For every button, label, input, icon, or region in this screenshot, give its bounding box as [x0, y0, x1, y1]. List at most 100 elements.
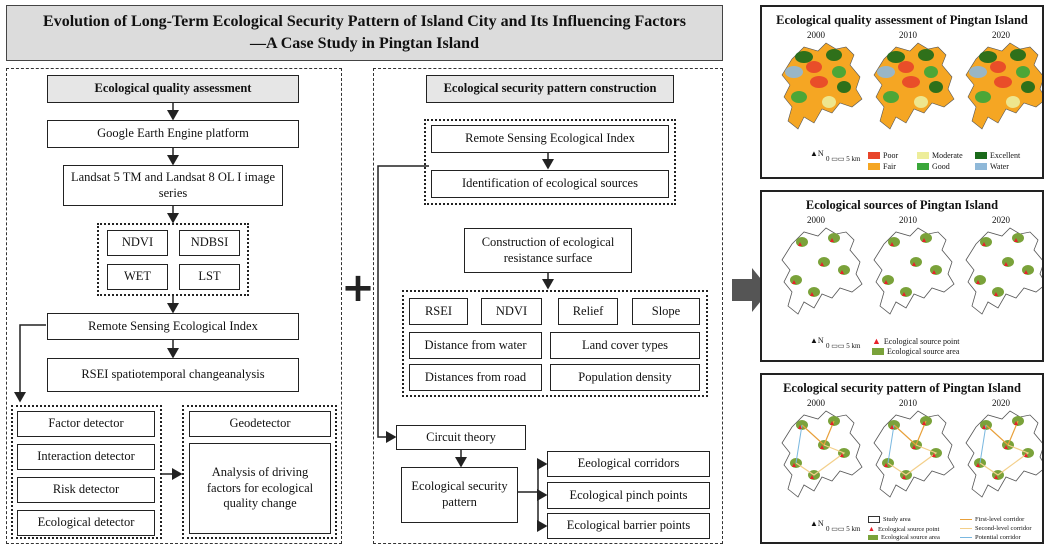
moderate-swatch — [917, 152, 929, 159]
first-corridor-line — [960, 519, 972, 520]
land-patch — [877, 66, 895, 78]
circuit-theory-box: Circuit theory — [396, 425, 526, 450]
barrier-points-box: Ecological barrier points — [547, 513, 710, 539]
land-patch — [785, 66, 803, 78]
title-line-1: Evolution of Long-Term Ecological Securi… — [43, 13, 686, 30]
source-point-marker — [810, 292, 814, 296]
island-map-1 — [873, 42, 955, 130]
panel-1-title: Ecological quality assessment of Pingtan… — [776, 13, 1028, 27]
pattern-maps — [781, 410, 1042, 498]
corridors-box: Eeological corridors — [547, 451, 710, 477]
legend-water: Water — [975, 162, 1009, 171]
potential-corridor-label: Potential corridor — [975, 534, 1021, 541]
land-patch — [795, 51, 813, 63]
good-label: Good — [932, 162, 950, 171]
geodetector-box: Geodetector — [189, 411, 331, 437]
north-arrow-icon: ▲N — [810, 149, 824, 158]
source-point-marker — [922, 421, 926, 425]
source-area — [828, 416, 840, 426]
land-patch — [1021, 81, 1035, 93]
source-area — [930, 265, 942, 275]
year-2010-label-2: 2010 — [899, 215, 917, 225]
rsei-change-box: RSEI spatiotemporal changeanalysis — [47, 358, 299, 392]
second-level-corridor — [979, 444, 1030, 476]
island-map-0 — [781, 42, 863, 130]
source-point-marker — [932, 270, 936, 274]
source-point-marker — [798, 242, 802, 246]
water-label: Water — [990, 162, 1009, 171]
indices-group — [97, 223, 249, 296]
source-point-marker — [902, 475, 906, 479]
second-level-corridor — [795, 444, 846, 476]
land-patch — [822, 96, 836, 108]
rsei-factor-box: RSEI — [409, 298, 468, 325]
source-point-marker — [830, 421, 834, 425]
source-area — [974, 275, 986, 285]
source-area — [882, 275, 894, 285]
source-point-marker — [840, 453, 844, 457]
poor-label: Poor — [883, 151, 899, 160]
title-line-2: —A Case Study in Pingtan Island — [250, 35, 479, 52]
security-pattern-section — [373, 68, 723, 544]
wet-box: WET — [107, 264, 168, 290]
scale-bar-3: 0 ▭▭ 5 km — [826, 525, 861, 533]
second-corridor-label: Second-level corridor — [975, 525, 1032, 532]
land-patch — [994, 76, 1012, 88]
source-point-marker — [922, 238, 926, 242]
source-point-marker — [830, 238, 834, 242]
island-outline — [781, 410, 863, 498]
island-map-1 — [873, 227, 955, 315]
legend-second-corridor: Second-level corridor — [960, 525, 1032, 532]
source-point-marker — [994, 475, 998, 479]
geodetector-group — [182, 405, 337, 539]
source-area — [818, 257, 830, 267]
legend-excellent: Excellent — [975, 151, 1020, 160]
second-level-corridor — [887, 444, 938, 476]
scale-zero-2: 0 — [826, 342, 830, 350]
land-patch — [1016, 66, 1030, 78]
north-arrow-icon-2: ▲N — [810, 336, 824, 345]
island-map-2 — [965, 410, 1042, 498]
land-patch — [990, 61, 1006, 73]
source-point-marker — [1004, 262, 1008, 266]
scale-five: 5 km — [846, 155, 861, 163]
source-point-marker — [840, 270, 844, 274]
source-point-label: Ecological source point — [883, 336, 960, 346]
land-patch — [914, 96, 928, 108]
land-cover-box: Land cover types — [550, 332, 700, 359]
source-point-marker — [1024, 453, 1028, 457]
potential-corridor — [887, 424, 895, 464]
source-area — [1022, 265, 1034, 275]
poor-swatch — [868, 152, 880, 159]
study-area-swatch — [868, 516, 880, 523]
year-2000-label: 2000 — [807, 30, 825, 40]
population-density-box: Population density — [550, 364, 700, 391]
source-point-marker — [890, 242, 894, 246]
island-outline — [873, 227, 955, 315]
island-outline — [781, 227, 863, 315]
sources-maps — [781, 227, 1042, 315]
legend-fair: Fair — [868, 162, 896, 171]
scale-bar: 0 ▭▭ 5 km — [826, 155, 861, 163]
scale-zero: 0 — [826, 155, 830, 163]
legend-source-area: Ecological source area — [872, 347, 959, 356]
distance-water-box: Distance from water — [409, 332, 542, 359]
source-area — [808, 287, 820, 297]
legend-source-point: ▲Ecological source point — [872, 336, 959, 346]
ndbsi-box: NDBSI — [179, 230, 240, 256]
source-area-swatch — [872, 348, 884, 355]
source-area — [828, 233, 840, 243]
legend-source-area-3: Ecological source area — [868, 534, 940, 541]
detectors-group — [11, 405, 162, 539]
relief-factor-box: Relief — [558, 298, 618, 325]
source-area-label-3: Ecological source area — [881, 534, 940, 541]
source-point-marker — [792, 280, 796, 284]
source-area — [796, 237, 808, 247]
ecological-security-pattern-box: Ecological security pattern — [401, 467, 518, 523]
security-pattern-header: Ecological security pattern construction — [426, 75, 674, 103]
source-point-icon: ▲ — [872, 336, 881, 346]
legend-study-area: Study area — [868, 516, 911, 523]
scale-five-3: 5 km — [846, 525, 861, 533]
land-patch — [969, 66, 987, 78]
island-outline — [873, 410, 955, 498]
